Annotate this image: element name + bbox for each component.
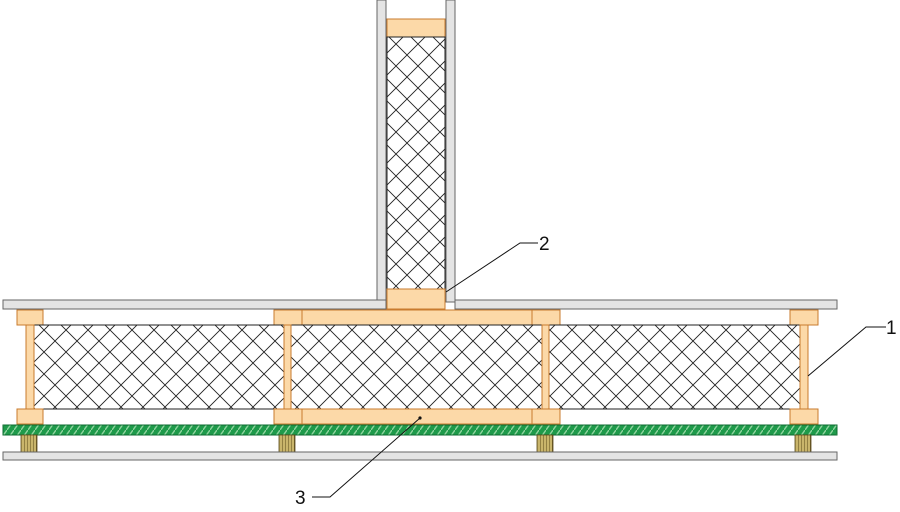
lower-sill-left-mid: [273, 408, 303, 425]
batten-2: [278, 434, 296, 453]
wall-board-right: [445, 0, 456, 303]
callout-1-label: 1: [886, 318, 897, 339]
callout-3-label: 3: [295, 488, 306, 509]
insulation-bay-3: [548, 324, 801, 410]
lower-sill-center: [273, 408, 561, 425]
lower-sill-right-mid: [531, 408, 561, 425]
callout-3: 3: [295, 416, 422, 509]
batten-1: [20, 434, 38, 453]
batten-4: [794, 434, 812, 453]
callout-1: 1: [807, 318, 897, 377]
upper-sill-left-mid: [273, 309, 303, 326]
insulation-bay-1: [33, 324, 286, 410]
top-board-right: [454, 299, 838, 310]
callout-2-label: 2: [539, 234, 550, 255]
insulation-bay-2: [290, 324, 543, 410]
callout-3-leader: [312, 417, 421, 498]
lower-sill-left-end: [16, 408, 44, 425]
wall-board-left: [376, 0, 387, 311]
callout-3-dot: [418, 416, 422, 420]
vertical-wall: [376, 0, 456, 311]
stud-2: [283, 324, 292, 410]
wall-bottom-plate: [386, 288, 446, 310]
batten-3: [536, 434, 554, 453]
green-membrane-layer: [2, 424, 838, 436]
wall-top-plate: [386, 18, 446, 38]
callout-1-leader: [807, 326, 886, 377]
upper-sill-right-mid: [531, 309, 561, 326]
top-board: [2, 299, 838, 310]
stud-1: [25, 324, 35, 410]
upper-sill-right-end: [789, 309, 819, 326]
stud-3: [541, 324, 550, 410]
upper-sill-left-end: [16, 309, 44, 326]
top-board-left: [2, 299, 387, 310]
lower-sill-right-end: [789, 408, 819, 425]
battens: [20, 434, 812, 453]
bottom-board: [2, 451, 838, 461]
callout-2: 2: [445, 234, 550, 293]
callout-2-leader: [445, 242, 538, 293]
floor-panel: [16, 309, 819, 425]
upper-sill-center: [273, 309, 561, 326]
wall-insulation: [386, 36, 446, 290]
stud-4: [799, 324, 809, 410]
